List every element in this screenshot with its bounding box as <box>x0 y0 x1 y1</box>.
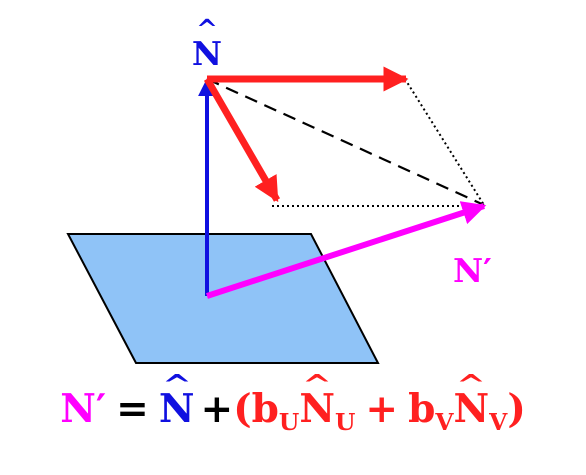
n-hat-label: N <box>192 34 222 73</box>
formula-plus-2: + <box>365 386 399 432</box>
perturbation-v-vector <box>203 77 281 203</box>
formula-b-u: bU <box>251 386 300 437</box>
dashed-diagonal <box>206 77 485 207</box>
formula-plus: + <box>200 386 234 432</box>
perturbed-normal-vector <box>206 201 487 299</box>
formula-close-paren: ) <box>507 386 526 432</box>
n-prime-label: N′ <box>453 251 492 290</box>
formula-n-u: NU <box>299 386 355 436</box>
perturbed-normal-formula: N′ = N + ( bU NU + bV NV ) <box>0 386 586 466</box>
formula-b-v: bV <box>408 386 454 437</box>
formula-open-paren: ( <box>233 386 252 432</box>
formula-n-hat: N <box>159 386 195 432</box>
n-hat-caret: ^ <box>196 15 218 45</box>
formula-n-prime: N′ <box>60 386 107 432</box>
formula-n-v: NV <box>454 386 508 436</box>
formula-equals: = <box>116 386 149 432</box>
